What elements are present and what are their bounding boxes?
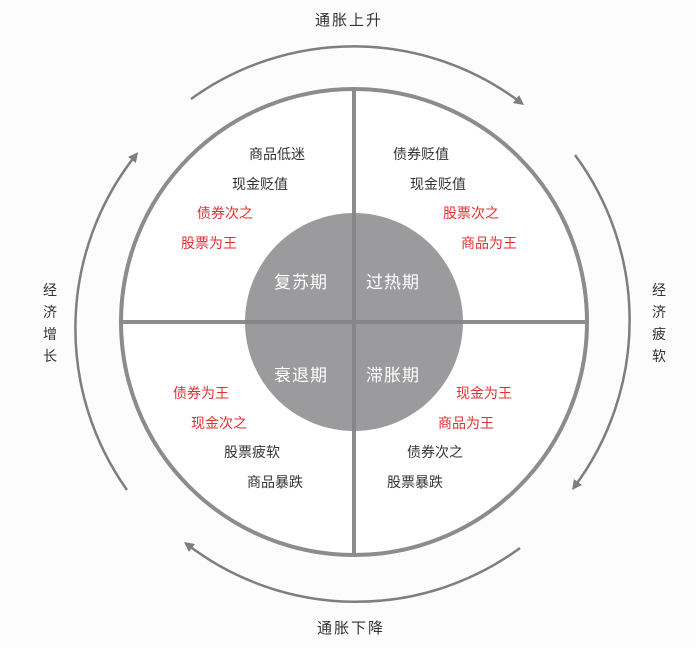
quadrant-br-item: 债券次之: [407, 445, 463, 461]
quadrant-tr-item: 商品为王: [461, 236, 517, 252]
arrow-top-icon: [190, 45, 524, 106]
quadrant-br-item: 现金为王: [456, 386, 512, 402]
label-economic-weakness: 经 济 疲 软: [652, 283, 666, 365]
label-inflation-falling: 通胀下降: [317, 619, 386, 637]
phase-overheat: 过热期: [366, 273, 420, 293]
phase-recovery: 复苏期: [274, 273, 328, 293]
phase-stagflation: 滞胀期: [366, 366, 420, 386]
quadrant-tl-item: 现金贬值: [232, 177, 288, 193]
quadrant-tr-item: 股票次之: [443, 206, 499, 222]
quadrant-bl-item: 商品暴跌: [247, 475, 303, 491]
quadrant-bl-item: 现金次之: [191, 416, 247, 432]
quadrant-tr-item: 债券贬值: [393, 147, 449, 163]
quadrant-tl-item: 商品低迷: [249, 147, 305, 163]
label-economic-growth: 经 济 增 长: [43, 283, 57, 365]
quadrant-tl-item: 债券次之: [197, 206, 253, 222]
quadrant-br-item: 商品为王: [438, 416, 494, 432]
arrow-bottom-icon: [184, 541, 521, 604]
label-inflation-rising: 通胀上升: [315, 11, 384, 29]
arrow-left-icon: [74, 152, 139, 491]
quadrant-tl-item: 股票为王: [181, 236, 237, 252]
quadrant-br-item: 股票暴跌: [387, 475, 443, 491]
quadrant-tr-item: 现金贬值: [410, 177, 466, 193]
phase-recession: 衰退期: [274, 366, 328, 386]
quadrant-bl-item: 股票疲软: [224, 445, 280, 461]
arrow-right-icon: [572, 154, 631, 491]
quadrant-bl-item: 债券为王: [173, 386, 229, 402]
